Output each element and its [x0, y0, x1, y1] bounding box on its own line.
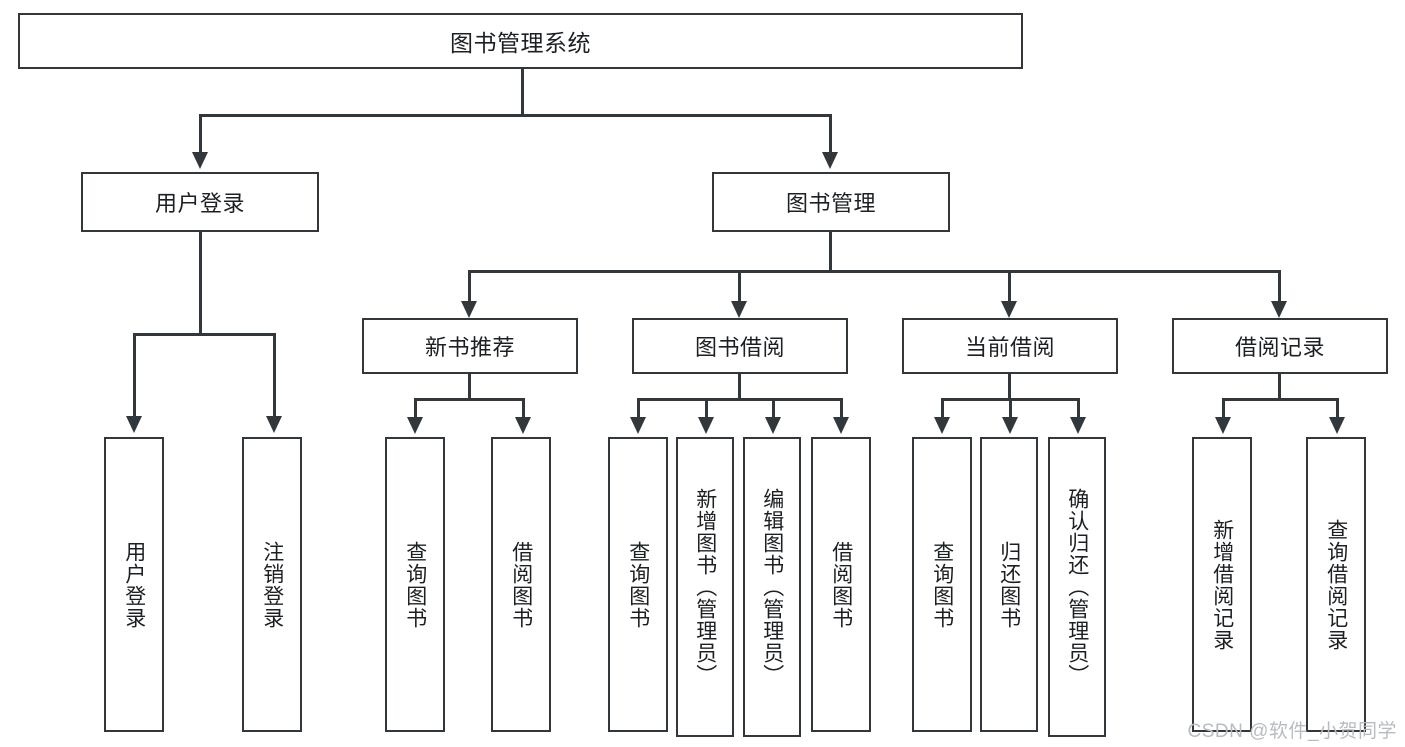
arrow-to-user-login	[192, 152, 208, 169]
arrow-to-new-book-recommend	[461, 301, 477, 318]
connector-user-login-stem	[199, 232, 202, 335]
arrow-to-leaf-query-book-b	[630, 417, 646, 434]
node-label: 新书推荐	[424, 335, 515, 360]
connector-borrow-record-leaf1-drop	[1222, 398, 1225, 418]
leaf-label: 新增借阅记录	[1210, 518, 1234, 651]
leaf-add-borrow-record[interactable]: 新增借阅记录	[1192, 437, 1252, 732]
node-label: 用户登录	[154, 191, 245, 216]
csdn-watermark: CSDN @软件_小贺同学	[1187, 721, 1397, 742]
arrow-to-current-borrow	[1001, 301, 1017, 318]
leaf-label: 新增图书（管理员）	[693, 488, 717, 686]
connector-current-borrow-stem	[1008, 374, 1011, 400]
arrow-to-leaf-user-login	[126, 416, 142, 433]
arrow-to-leaf-borrow-book-b	[833, 417, 849, 434]
node-label: 图书管理	[785, 191, 876, 216]
connector-borrow-record-leaf2-drop	[1336, 398, 1339, 418]
connector-user-login-leaf1-drop	[133, 333, 136, 417]
leaf-return-book[interactable]: 归还图书	[980, 437, 1038, 732]
leaf-label: 查询图书	[626, 540, 650, 629]
leaf-label: 确认归还（管理员）	[1065, 488, 1089, 686]
node-borrow-record[interactable]: 借阅记录	[1172, 318, 1388, 374]
arrow-to-leaf-query-book-a	[407, 417, 423, 434]
arrow-to-leaf-return-book	[1002, 417, 1018, 434]
arrow-to-leaf-edit-book	[765, 417, 781, 434]
leaf-label: 借阅图书	[829, 540, 853, 629]
leaf-logout[interactable]: 注销登录	[242, 437, 302, 732]
connector-user-login-bus	[133, 333, 275, 336]
node-new-book-recommend[interactable]: 新书推荐	[362, 318, 578, 374]
arrow-to-leaf-query-book-c	[934, 417, 950, 434]
leaf-query-book-recommend[interactable]: 查询图书	[385, 437, 445, 732]
leaf-label: 注销登录	[260, 540, 284, 629]
leaf-label: 查询图书	[403, 540, 427, 629]
leaf-borrow-book-recommend[interactable]: 借阅图书	[491, 437, 551, 732]
node-book-management[interactable]: 图书管理	[712, 172, 950, 232]
connector-new-book-bus	[414, 398, 522, 401]
connector-root-stem	[521, 69, 524, 116]
connector-current-borrow-leaf2-drop	[1009, 398, 1012, 418]
connector-level3-drop-3	[1008, 270, 1011, 302]
leaf-query-book-current[interactable]: 查询图书	[912, 437, 972, 732]
arrow-to-leaf-query-record	[1329, 417, 1345, 434]
arrow-to-leaf-confirm-return	[1070, 417, 1086, 434]
connector-book-borrow-leaf4-drop	[840, 398, 843, 418]
leaf-add-book-admin[interactable]: 新增图书（管理员）	[676, 437, 734, 737]
node-label: 借阅记录	[1234, 335, 1325, 360]
connector-level2-left-drop	[199, 114, 202, 154]
connector-borrow-record-bus	[1222, 398, 1336, 401]
arrow-to-leaf-borrow-book-a	[515, 417, 531, 434]
node-book-borrow[interactable]: 图书借阅	[632, 318, 848, 374]
leaf-user-login[interactable]: 用户登录	[104, 437, 164, 732]
connector-book-borrow-leaf3-drop	[772, 398, 775, 418]
connector-book-borrow-leaf2-drop	[705, 398, 708, 418]
arrow-to-leaf-add-book	[698, 417, 714, 434]
connector-new-book-leaf2-drop	[522, 398, 525, 418]
node-label: 图书管理系统	[450, 30, 591, 56]
leaf-borrow-book[interactable]: 借阅图书	[811, 437, 871, 732]
leaf-label: 编辑图书（管理员）	[760, 488, 784, 686]
connector-new-book-leaf1-drop	[414, 398, 417, 418]
connector-level3-drop-4	[1278, 270, 1281, 302]
leaf-query-borrow-record[interactable]: 查询借阅记录	[1306, 437, 1366, 732]
connector-new-book-stem	[468, 374, 471, 400]
connector-user-login-leaf2-drop	[273, 333, 276, 417]
leaf-label: 查询借阅记录	[1324, 518, 1348, 651]
connector-level3-bus	[468, 270, 1280, 273]
arrow-to-borrow-record	[1271, 301, 1287, 318]
connector-level2-right-drop	[829, 114, 832, 154]
node-user-login[interactable]: 用户登录	[81, 172, 319, 232]
connector-book-borrow-stem	[738, 374, 741, 400]
leaf-label: 归还图书	[997, 540, 1021, 629]
leaf-label: 用户登录	[122, 540, 146, 629]
leaf-confirm-return-admin[interactable]: 确认归还（管理员）	[1048, 437, 1106, 737]
node-root-book-management-system[interactable]: 图书管理系统	[18, 13, 1023, 69]
connector-level3-drop-1	[468, 270, 471, 302]
connector-book-borrow-leaf1-drop	[637, 398, 640, 418]
connector-book-management-stem	[829, 232, 832, 272]
leaf-query-book-borrow[interactable]: 查询图书	[608, 437, 668, 732]
node-label: 当前借阅	[964, 335, 1055, 360]
leaf-label: 借阅图书	[509, 540, 533, 629]
arrow-to-book-management	[822, 152, 838, 169]
arrow-to-book-borrow	[731, 301, 747, 318]
connector-book-borrow-bus	[637, 398, 842, 401]
connector-level2-bus	[199, 114, 831, 117]
leaf-edit-book-admin[interactable]: 编辑图书（管理员）	[743, 437, 801, 737]
connector-level3-drop-2	[738, 270, 741, 302]
leaf-label: 查询图书	[930, 540, 954, 629]
connector-current-borrow-leaf1-drop	[941, 398, 944, 418]
node-current-borrow[interactable]: 当前借阅	[902, 318, 1118, 374]
node-label: 图书借阅	[694, 335, 785, 360]
arrow-to-leaf-logout	[266, 416, 282, 433]
connector-borrow-record-stem	[1278, 374, 1281, 400]
arrow-to-leaf-add-record	[1215, 417, 1231, 434]
connector-current-borrow-leaf3-drop	[1077, 398, 1080, 418]
